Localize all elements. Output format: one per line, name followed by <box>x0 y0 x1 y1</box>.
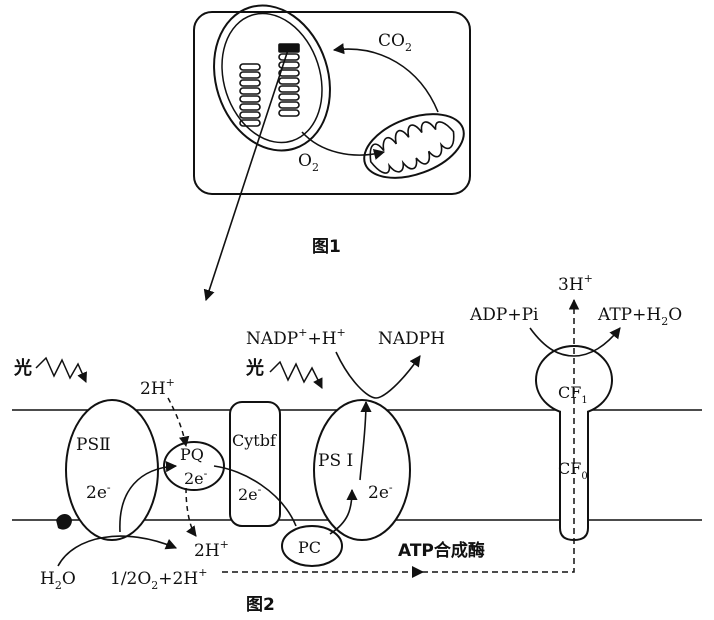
adp-pi-label: ADP+Pi <box>469 305 539 325</box>
nadp-label: NADP++H+ <box>246 326 346 349</box>
cf1-label: CF1 <box>558 383 588 406</box>
proton-3h-label: 3H+ <box>558 272 593 295</box>
cytbf-label: Cytbf <box>232 431 277 450</box>
zoom-arrow <box>203 49 289 302</box>
proton-dashed-in <box>167 397 190 448</box>
cytbf-electron-label: 2e- <box>238 483 262 504</box>
proton-route-arrowhead <box>412 566 424 578</box>
figure1-cell: CO2 O2 图1 <box>193 4 471 257</box>
pq-label: PQ <box>180 445 204 464</box>
water-split-arrow <box>57 535 178 567</box>
o2-arrow <box>301 131 386 160</box>
water-label: H2O <box>40 569 76 592</box>
oxygen-products-label: 1/2O2+2H+ <box>110 566 207 592</box>
proton-top-label: 2H+ <box>140 376 175 399</box>
proton-dashed-out <box>185 487 197 537</box>
cf0-label: CF0 <box>558 459 588 482</box>
proton-bottom-label: 2H+ <box>194 538 229 561</box>
figure1-caption: 图1 <box>312 237 341 257</box>
pc-carrier <box>281 525 343 567</box>
atp-h2o-label: ATP+H2O <box>597 305 682 328</box>
pc-label: PC <box>298 538 321 557</box>
chloroplast <box>213 4 331 152</box>
atp-synthesis-arrow <box>529 327 621 357</box>
cytbf-complex <box>229 401 281 527</box>
psii-label: PSⅡ <box>76 435 111 455</box>
light-label-left: 光 <box>13 357 32 379</box>
psi-electron-label: 2e- <box>368 481 393 503</box>
water-marker-icon <box>56 514 72 530</box>
electron-path-psi-up <box>359 400 372 481</box>
mitochondrion <box>363 113 465 179</box>
atp-synthase-label: ATP合成酶 <box>398 540 485 561</box>
psi-label: PS Ⅰ <box>318 451 353 471</box>
co2-arrow <box>332 43 439 113</box>
nadph-label: NADPH <box>378 329 445 349</box>
grana-stack-right <box>278 43 300 117</box>
light-wave-right <box>269 360 323 389</box>
electron-path-psii-pq <box>119 460 178 533</box>
light-wave-left <box>35 356 87 383</box>
cell-box <box>193 11 471 195</box>
psii-complex <box>65 399 159 541</box>
pq-electron-label: 2e- <box>184 467 208 488</box>
light-label-right: 光 <box>245 357 264 379</box>
co2-label: CO2 <box>378 31 412 54</box>
figure2-caption: 图2 <box>246 595 275 615</box>
electron-path-pq-cytbf <box>213 465 297 527</box>
psi-complex <box>313 399 411 541</box>
proton-route-dashed <box>222 298 580 573</box>
psii-electron-label: 2e- <box>86 481 111 503</box>
electron-path-pc-psi <box>329 488 358 535</box>
grana-stack-left <box>239 63 261 127</box>
nadph-arrow <box>335 351 421 399</box>
o2-label: O2 <box>298 151 319 174</box>
pq-complex <box>163 441 225 491</box>
